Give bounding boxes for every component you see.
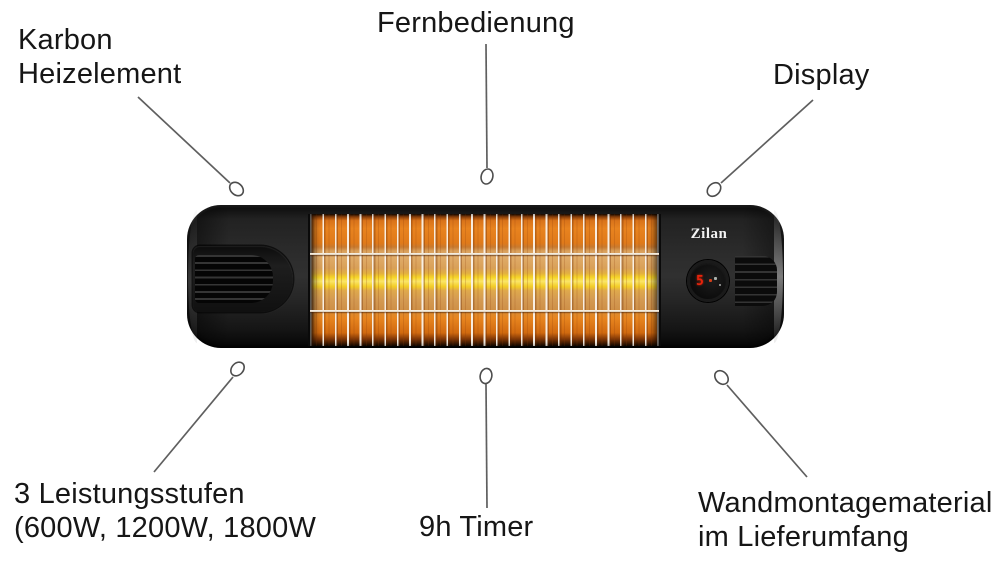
callout-line-fernbedienung [485, 43, 488, 169]
label-timer: 9h Timer [419, 511, 534, 543]
power-indicator-dot-icon [719, 284, 721, 286]
carbon-heating-element [308, 214, 661, 346]
led-indicator-white-icon [714, 277, 717, 280]
left-vent-grille [193, 246, 293, 312]
callout-line-karbon-heizelement [137, 96, 231, 184]
callout-line-timer [485, 383, 488, 509]
heater-device: Zilan 5 [187, 205, 784, 348]
led-indicator-red-icon [709, 279, 712, 282]
led-digits: 5 [696, 274, 704, 289]
callout-line-leistungsstufen [153, 376, 234, 473]
label-fernbedienung: Fernbedienung [377, 7, 575, 39]
callout-marker-fernbedienung [480, 168, 494, 185]
label-wandmontage: Wandmontagematerial im Lieferumfang [698, 487, 993, 553]
left-end-rim [188, 210, 197, 343]
callout-marker-leistungsstufen [230, 361, 245, 377]
right-vent-grooves [735, 256, 777, 306]
label-karbon-heizelement: Karbon Heizelement [18, 24, 182, 90]
callout-marker-wandmontage [714, 369, 729, 386]
label-leistungsstufen: 3 Leistungsstufen (600W, 1200W, 1800W [14, 478, 317, 544]
callout-marker-karbon-heizelement [228, 181, 245, 197]
grille-wire-horizontal-bottom [310, 310, 659, 313]
vent-slats [195, 255, 273, 303]
label-display: Display [773, 59, 870, 91]
callout-marker-timer [479, 367, 493, 385]
right-end-rim [774, 210, 783, 343]
callout-line-wandmontage [726, 384, 808, 478]
grille-wire-horizontal-top [310, 253, 659, 256]
brand-logo: Zilan [690, 226, 728, 242]
callout-marker-display [706, 181, 722, 198]
callout-line-display [720, 99, 814, 184]
led-display: 5 [687, 260, 729, 302]
